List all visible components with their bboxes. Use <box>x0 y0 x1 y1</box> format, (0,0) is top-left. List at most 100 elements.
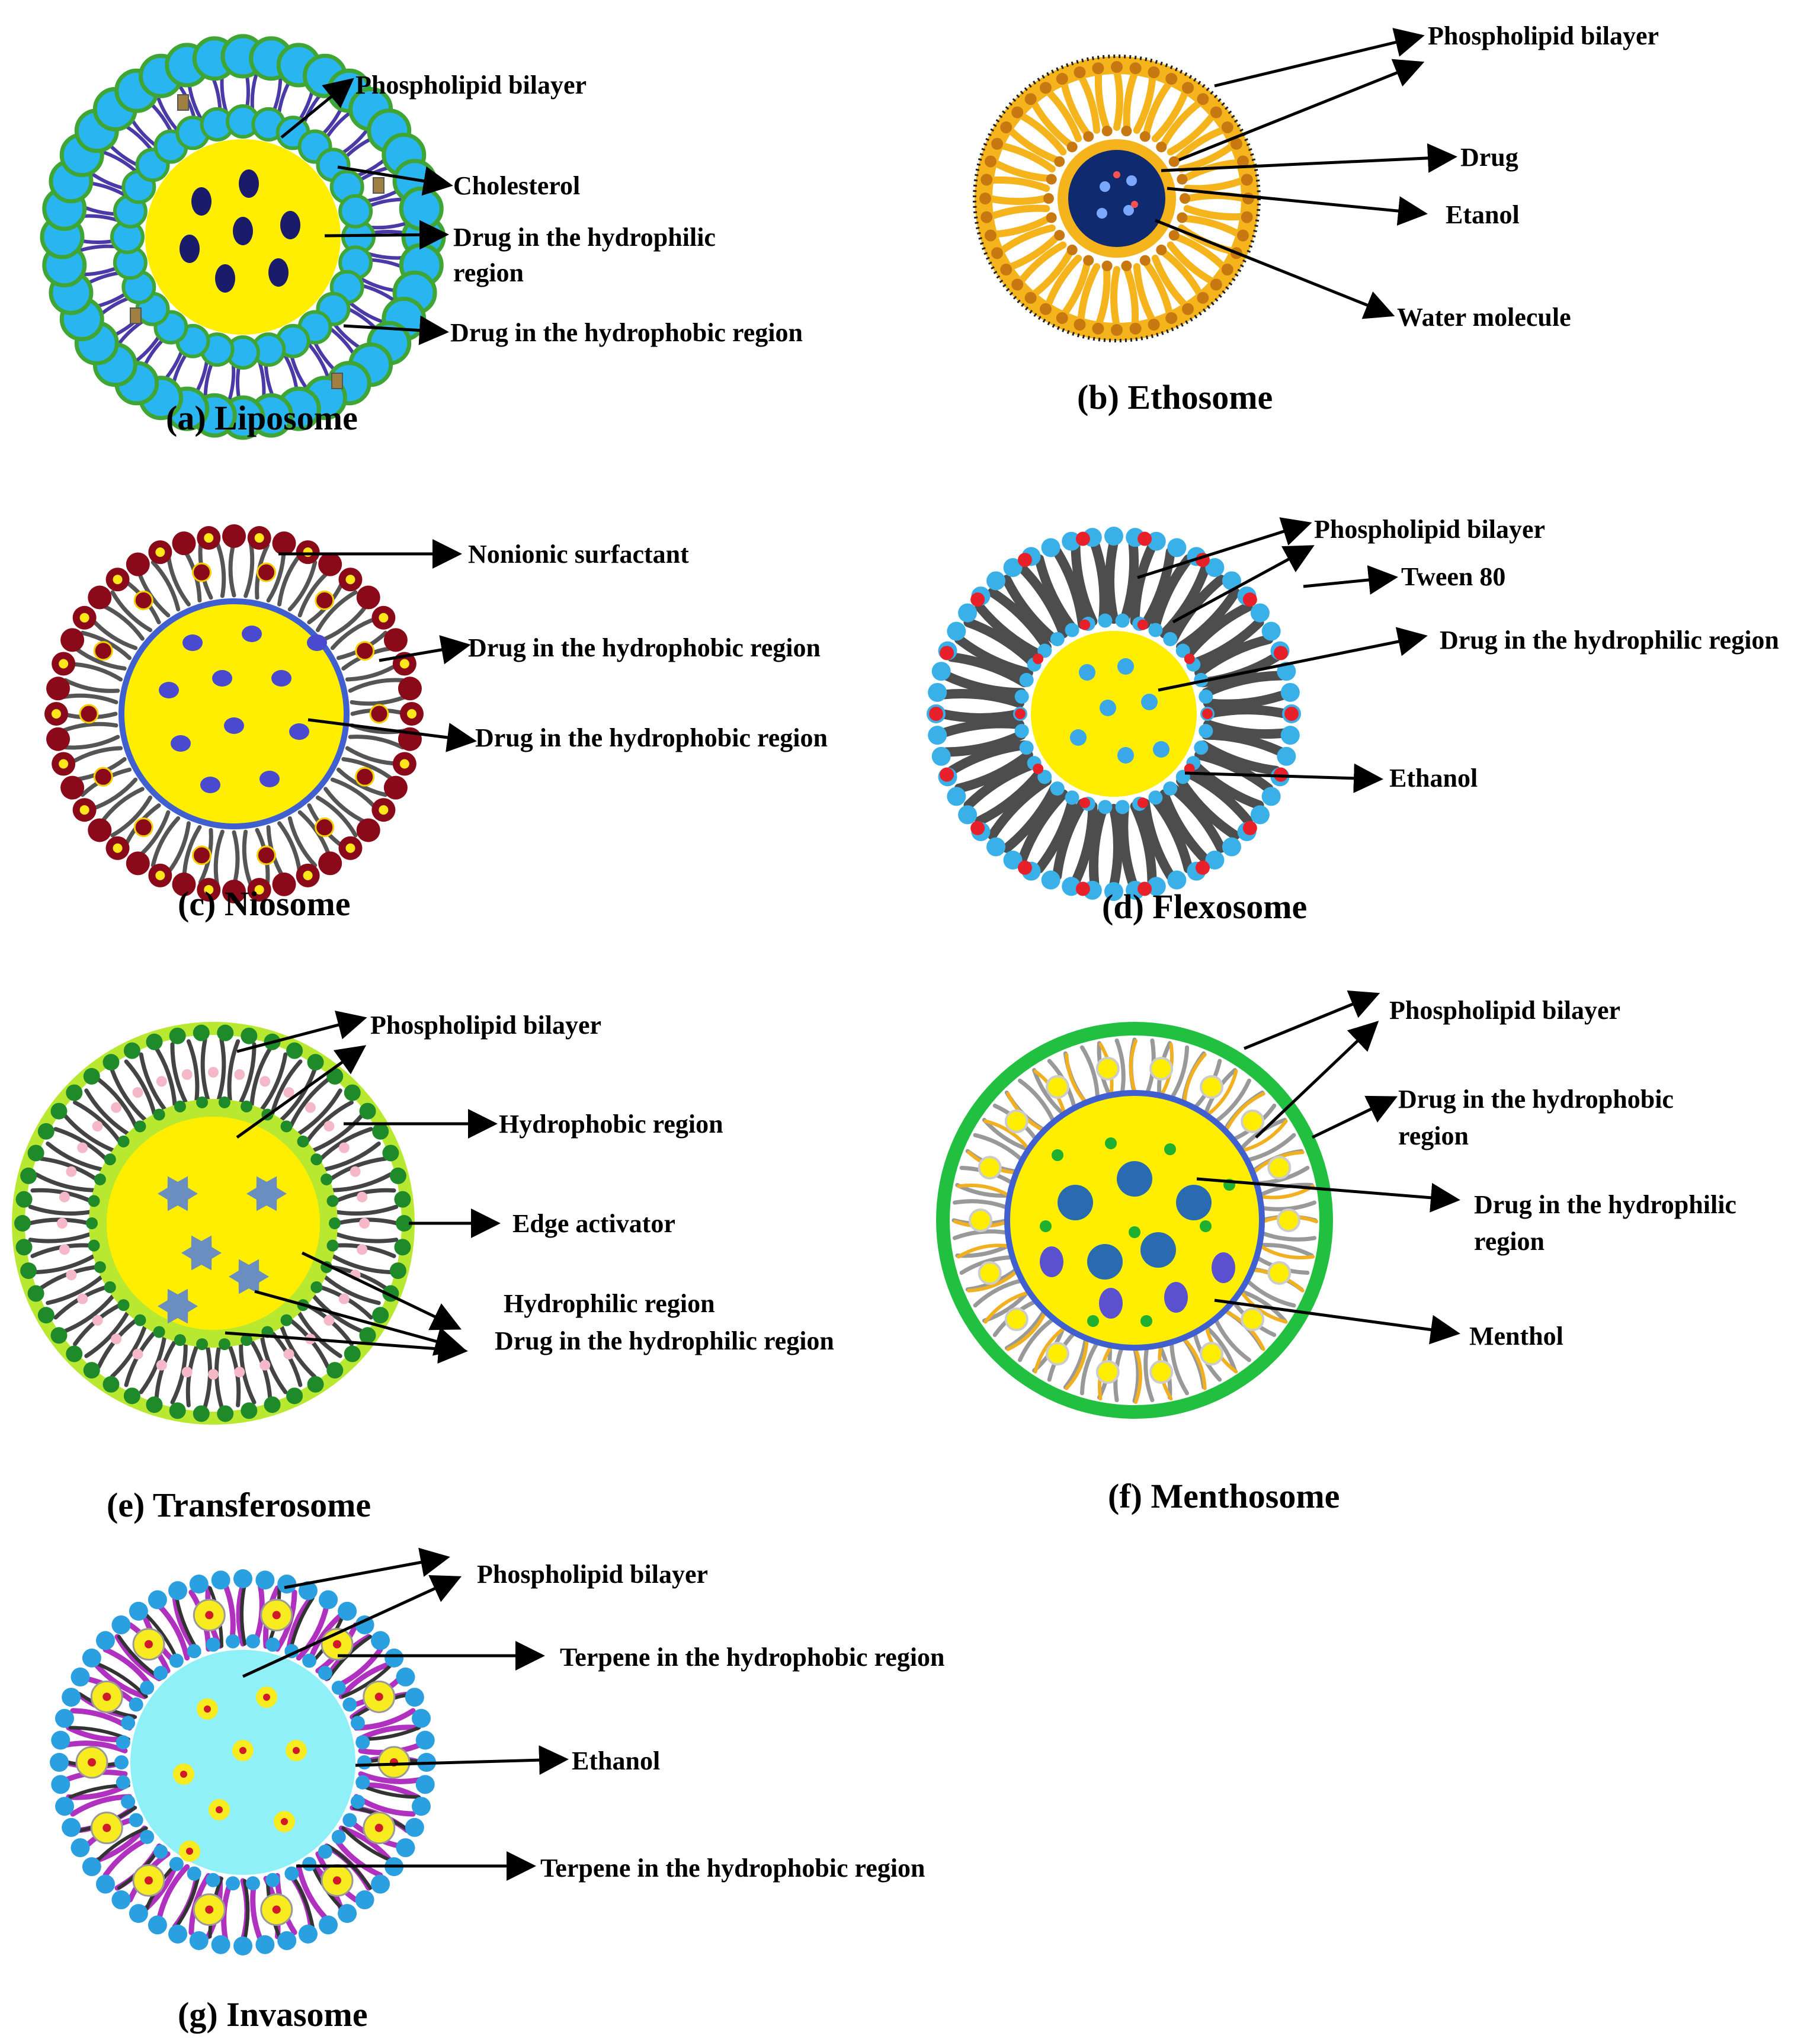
inner-head <box>114 1755 129 1769</box>
label-cholesterol: Cholesterol <box>453 171 580 200</box>
inner-head <box>117 1135 130 1147</box>
inner-head <box>1199 724 1213 739</box>
inner-head <box>86 1217 98 1229</box>
outer-head <box>27 1144 44 1162</box>
drug-molecule <box>1117 1161 1152 1197</box>
outer-head <box>168 1581 188 1601</box>
tween80-molecule <box>940 646 954 661</box>
lipid-tail <box>997 142 1056 173</box>
lipid-tail <box>323 1275 381 1305</box>
outer-head <box>1039 303 1052 315</box>
lipid-tail-accent <box>1258 1244 1315 1260</box>
lipid-tail <box>1159 98 1204 149</box>
hydrophobic-drug <box>1046 1075 1069 1099</box>
drug-molecule <box>242 626 262 642</box>
surfactant-accent <box>254 533 264 543</box>
inner-head <box>1054 156 1065 167</box>
outer-head <box>319 1915 338 1935</box>
inner-head <box>1019 672 1034 687</box>
lipid-tail <box>1143 1345 1155 1403</box>
edge-activator <box>111 1333 122 1345</box>
label-phospholipid-bilayer: Phospholipid bilayer <box>1314 515 1545 544</box>
lipid-tail <box>84 1088 130 1136</box>
surfactant-head <box>222 524 246 548</box>
lipid-tail <box>1095 265 1111 328</box>
inner-head <box>1066 244 1078 255</box>
outer-head <box>55 1797 75 1816</box>
arrow-phospholipid-outer <box>284 1547 450 1589</box>
arrow-phospholipid-inner <box>236 1045 367 1139</box>
label-terpene-hydrophobic-2: Terpene in the hydrophobic region <box>540 1854 925 1883</box>
lipid-tail <box>1245 1133 1296 1163</box>
label-phospholipid-bilayer: Phospholipid bilayer <box>355 70 587 100</box>
flexosome-illustration <box>927 527 1301 901</box>
arrow-drug-hydrophilic <box>324 220 449 250</box>
edge-activator <box>234 1069 245 1080</box>
outer-head <box>111 1615 131 1634</box>
inner-head <box>1194 740 1209 755</box>
terpene-center <box>180 1771 187 1778</box>
label-phospholipid-bilayer: Phospholipid bilayer <box>370 1011 601 1040</box>
ethanol-molecule <box>1033 653 1044 665</box>
outer-head <box>168 1924 188 1944</box>
inner-head <box>1177 174 1188 185</box>
outer-head <box>307 1054 324 1071</box>
outer-head <box>123 1042 140 1059</box>
outer-head <box>83 1067 100 1085</box>
outer-head <box>66 1345 83 1362</box>
lipid-tail <box>1203 719 1290 739</box>
tween80-molecule <box>1273 646 1288 661</box>
outer-head <box>129 1904 148 1923</box>
outer-head <box>211 1935 230 1954</box>
outer-head <box>129 1601 148 1621</box>
lipid-tail <box>1123 265 1139 328</box>
inner-head <box>302 1857 317 1871</box>
inner-head <box>1037 643 1052 658</box>
lipid-tail-dark <box>95 1826 148 1863</box>
surfactant-accent <box>52 709 61 719</box>
outer-head <box>1111 61 1123 73</box>
inner-head <box>1148 790 1163 805</box>
surfactant-accent <box>113 575 123 585</box>
inner-head <box>338 194 373 229</box>
inner-head <box>331 1829 346 1844</box>
surfactant-head <box>383 628 408 652</box>
lipid-tail <box>1167 241 1217 286</box>
lipid-tail <box>216 1037 226 1101</box>
lipid-tail <box>1199 740 1281 775</box>
lipid-tail <box>1018 1078 1056 1124</box>
lipid-tail <box>280 1067 317 1122</box>
lipid-tail-accent <box>1224 1092 1265 1133</box>
outer-head <box>62 1688 81 1707</box>
terpene-center <box>102 1692 111 1701</box>
inner-head <box>1163 631 1178 646</box>
panel-flexosome: Phospholipid bilayer Tween 80 Drug in th… <box>927 515 1779 926</box>
edge-activator <box>181 1069 193 1080</box>
drug-molecule <box>268 258 289 287</box>
label-drug-hydrophilic: Drug in the hydrophilic <box>453 223 716 252</box>
outer-head <box>1165 312 1178 324</box>
hydrophobic-drug <box>133 817 153 838</box>
outer-head <box>405 1688 424 1707</box>
lipid-tail <box>92 1660 148 1700</box>
lipid-tail <box>1094 69 1110 132</box>
outer-head <box>1167 870 1187 890</box>
menthol-molecule <box>1052 1149 1063 1161</box>
lipid-tail <box>305 1100 354 1144</box>
lipid-tail-accent <box>983 1119 1032 1153</box>
hydrophobic-drug <box>1267 1261 1292 1285</box>
inner-head <box>1066 142 1078 153</box>
inner-head <box>1083 131 1094 142</box>
drug-molecule <box>1141 694 1158 710</box>
caption-menthosome: (f) Menthosome <box>1108 1477 1340 1515</box>
surfactant-tail <box>277 553 302 607</box>
hydrophobic-drug <box>978 1156 1002 1180</box>
terpene-center <box>281 1818 288 1825</box>
outer-head <box>1237 155 1249 168</box>
surfactant-tail <box>315 795 358 838</box>
lipid-tail <box>1194 750 1274 793</box>
outer-head <box>211 1570 230 1590</box>
inner-head <box>350 1794 365 1809</box>
outer-head <box>1011 278 1024 291</box>
tween80-molecule <box>1242 592 1257 607</box>
